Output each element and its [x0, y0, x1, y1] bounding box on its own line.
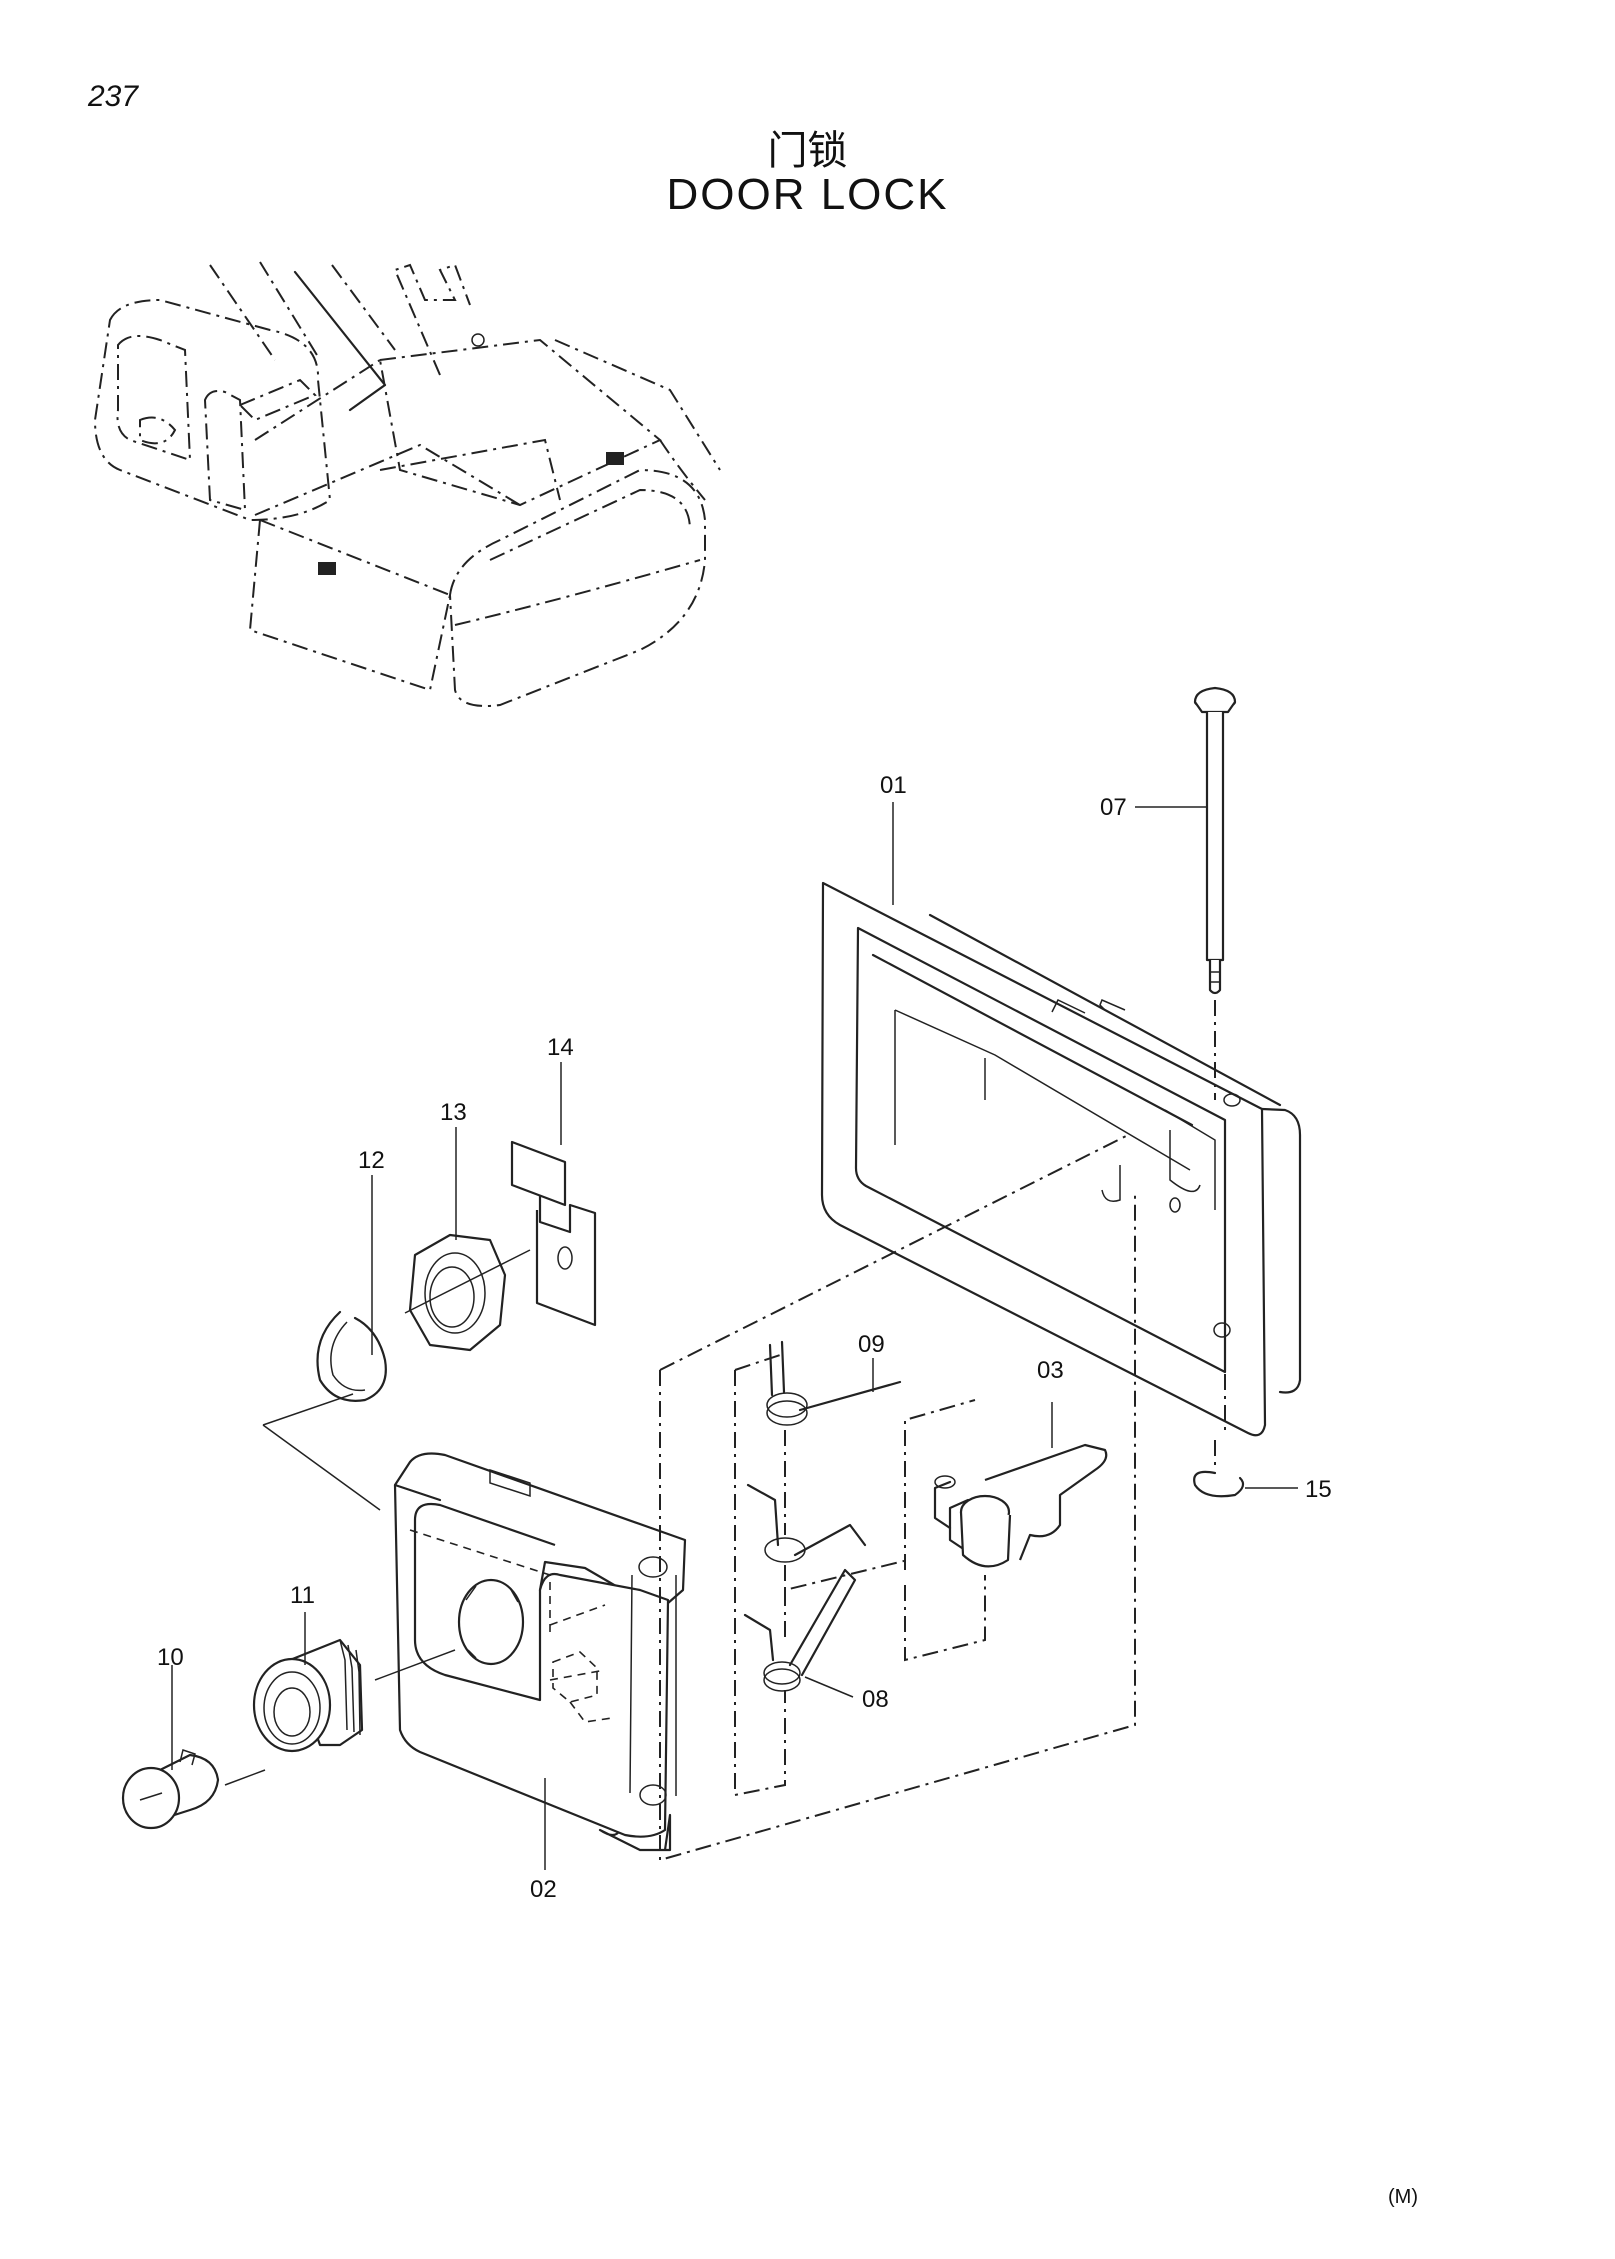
- callout-leaders: [171, 802, 1298, 1870]
- callout-09: 09: [858, 1331, 885, 1358]
- callout-labels: 01 07 14 13 12 09 03 15 11 10 08 02: [157, 772, 1332, 1903]
- part-12-ring: [316, 1310, 387, 1402]
- callout-12: 12: [358, 1147, 385, 1174]
- callout-13: 13: [440, 1099, 467, 1126]
- footer-mark: (M): [1388, 2186, 1418, 2208]
- callout-01: 01: [880, 772, 907, 799]
- part-15-e-ring: [1193, 1440, 1245, 1498]
- part-01-housing: [820, 881, 1302, 1437]
- machine-location-view: [93, 261, 721, 707]
- callout-11: 11: [290, 1582, 315, 1609]
- part-10-key-cylinder: [121, 1749, 220, 1830]
- callout-10: 10: [157, 1644, 184, 1671]
- callout-03: 03: [1037, 1357, 1064, 1384]
- callout-02: 02: [530, 1876, 557, 1903]
- assembly-lines: [224, 1134, 1226, 1862]
- part-11-bushing: [252, 1638, 364, 1753]
- part-03-lever: [933, 1443, 1108, 1568]
- part-14-plate: [510, 1140, 597, 1327]
- part-13-nut: [408, 1233, 507, 1352]
- callout-08: 08: [862, 1686, 889, 1713]
- callout-07: 07: [1100, 794, 1127, 821]
- title-chinese: 门锁: [767, 128, 848, 174]
- page-number: 237: [88, 80, 139, 113]
- title-english: DOOR LOCK: [666, 170, 949, 219]
- part-07-pin: [1193, 686, 1237, 1100]
- callout-15: 15: [1305, 1476, 1332, 1503]
- callout-14: 14: [547, 1034, 574, 1061]
- part-02-case: [393, 1452, 687, 1852]
- springs-09-08: [743, 1340, 902, 1692]
